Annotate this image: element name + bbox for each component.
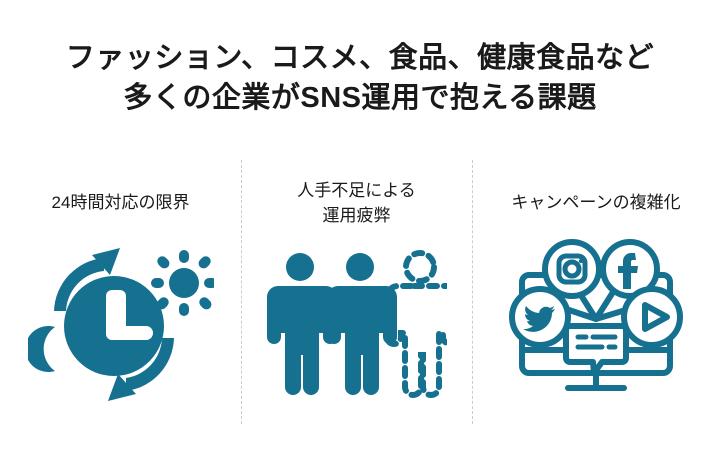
issue-column-campaign-heading: キャンペーンの複雑化 (511, 190, 680, 215)
issue-column-staff-icon-wrap (241, 228, 472, 426)
clock-day-night-cycle-icon (27, 247, 214, 401)
issue-column-staff-heading-line-1: 人手不足による (297, 181, 416, 200)
issue-column-campaign-icon-wrap (472, 215, 720, 426)
issue-column-staff-heading-line-2: 運用疲弊 (322, 206, 391, 225)
issue-column-24h: 24時間対応の限界 (0, 160, 241, 426)
social-media-monitor-icon (509, 239, 683, 391)
issue-columns: 24時間対応の限界 (0, 160, 720, 426)
issue-column-24h-heading-line-1: 24時間対応の限界 (51, 193, 190, 212)
issue-column-24h-heading: 24時間対応の限界 (52, 190, 190, 215)
column-divider-2 (472, 160, 473, 424)
column-divider-1 (241, 160, 242, 424)
issue-column-staff-heading: 人手不足による 運用疲弊 (297, 178, 416, 228)
youtube-play-icon (621, 286, 683, 348)
page-title: ファッション、コスメ、食品、健康食品など 多くの企業がSNS運用で抱える課題 (0, 38, 720, 118)
issue-column-campaign: キャンペーンの複雑化 (472, 160, 720, 426)
instagram-icon (542, 239, 602, 299)
issue-column-24h-icon-wrap (0, 215, 241, 426)
issue-column-staff: 人手不足による 運用疲弊 (241, 160, 472, 426)
issue-column-campaign-heading-line-1: キャンペーンの複雑化 (511, 193, 681, 212)
page-title-line-2: 多くの企業がSNS運用で抱える課題 (123, 82, 597, 114)
page-title-line-1: ファッション、コスメ、食品、健康食品など (65, 42, 655, 74)
staff-shortage-people-icon (266, 250, 447, 398)
